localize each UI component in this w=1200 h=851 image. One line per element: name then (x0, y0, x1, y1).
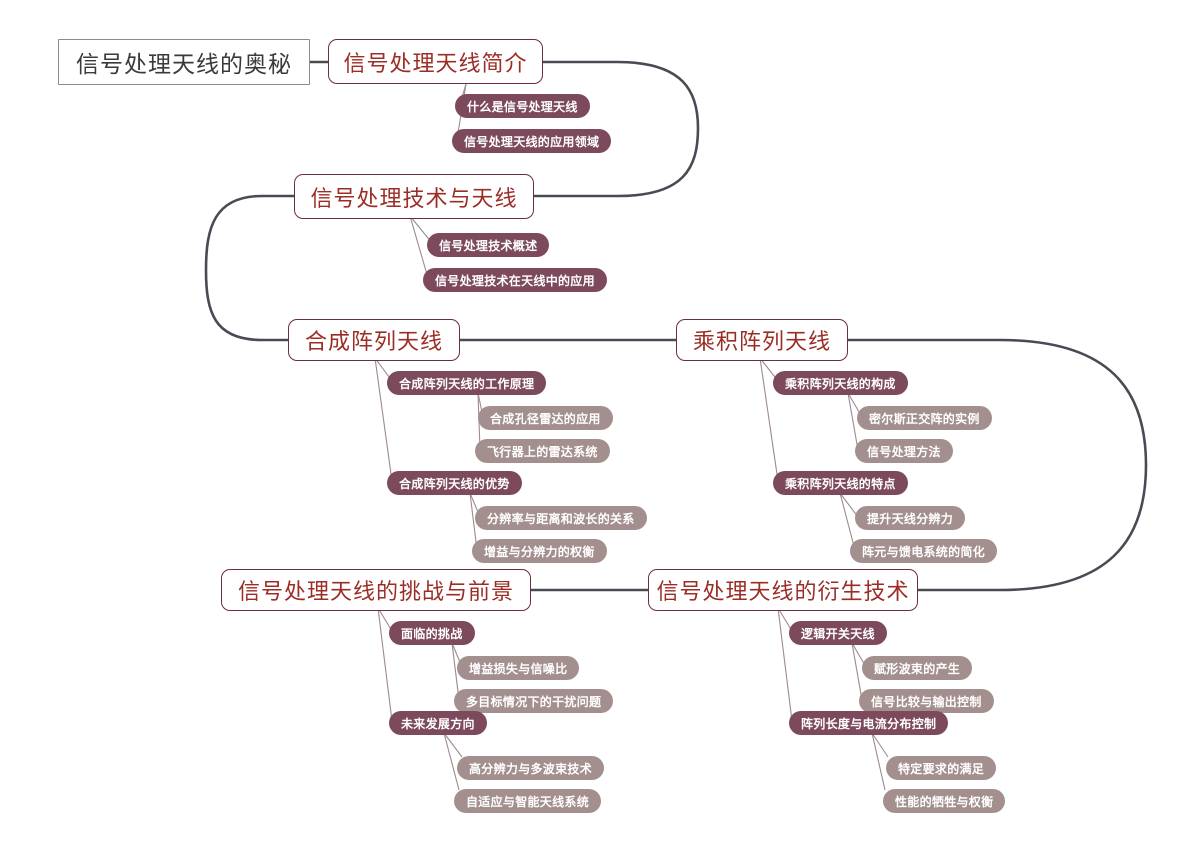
sub-node-6-2-label: 阵列长度与电流分布控制 (801, 716, 937, 731)
leaf-node-6-1-1[interactable]: 赋形波束的产生 (862, 656, 973, 680)
leaf-node-5-2-1-label: 高分辨力与多波束技术 (469, 761, 593, 776)
twig-b6-c2-g1 (871, 732, 889, 758)
sub-node-5-1-label: 面临的挑战 (401, 626, 463, 641)
branch-node-6[interactable]: 信号处理天线的衍生技术 (648, 569, 918, 611)
leaf-node-3-2-1[interactable]: 分辨率与距离和波长的关系 (475, 506, 647, 530)
leaf-node-4-1-2-label: 信号处理方法 (867, 444, 941, 459)
twig-b5-c2-g1 (443, 732, 463, 758)
sub-node-4-1-label: 乘积阵列天线的构成 (785, 376, 896, 391)
sub-node-5-1[interactable]: 面临的挑战 (389, 621, 475, 645)
sub-node-5-2[interactable]: 未来发展方向 (389, 711, 487, 735)
sub-node-3-1[interactable]: 合成阵列天线的工作原理 (387, 371, 547, 395)
leaf-node-6-2-2[interactable]: 性能的牺牲与权衡 (883, 789, 1006, 813)
leaf-node-4-2-1-label: 提升天线分辨力 (867, 511, 954, 526)
branch-node-4[interactable]: 乘积阵列天线 (676, 319, 848, 361)
sub-node-4-2[interactable]: 乘积阵列天线的特点 (773, 471, 908, 495)
leaf-node-6-2-1[interactable]: 特定要求的满足 (886, 756, 997, 780)
leaf-node-3-2-1-label: 分辨率与距离和波长的关系 (487, 511, 635, 526)
leaf-node-5-1-1-label: 增益损失与信噪比 (469, 661, 568, 676)
branch-node-1-label: 信号处理天线简介 (343, 50, 528, 76)
sub-node-1-1[interactable]: 什么是信号处理天线 (455, 94, 590, 118)
twig-b2-c2 (409, 215, 429, 279)
root-node[interactable]: 信号处理天线的奥秘 (58, 39, 310, 85)
leaf-node-6-1-1-label: 赋形波束的产生 (874, 661, 961, 676)
branch-node-4-label: 乘积阵列天线 (692, 329, 831, 354)
sub-node-2-1-label: 信号处理技术概述 (439, 238, 538, 253)
sub-node-6-1-label: 逻辑开关天线 (801, 626, 875, 641)
sub-node-4-1[interactable]: 乘积阵列天线的构成 (773, 371, 908, 395)
branch-node-3[interactable]: 合成阵列天线 (288, 319, 460, 361)
twig-b6-c2 (777, 607, 793, 722)
sub-node-2-2[interactable]: 信号处理技术在天线中的应用 (423, 268, 607, 292)
leaf-node-6-2-2-label: 性能的牺牲与权衡 (895, 794, 994, 809)
leaf-node-4-2-1[interactable]: 提升天线分辨力 (855, 506, 966, 530)
twig-b4-c1-g2 (847, 392, 859, 451)
leaf-node-5-1-2-label: 多目标情况下的干扰问题 (466, 694, 602, 709)
branch-node-3-label: 合成阵列天线 (304, 329, 443, 354)
leaf-node-3-1-2[interactable]: 飞行器上的雷达系统 (475, 439, 610, 463)
leaf-node-4-2-2-label: 阵元与馈电系统的简化 (862, 544, 986, 559)
leaf-node-5-2-2[interactable]: 自适应与智能天线系统 (454, 789, 602, 813)
leaf-node-6-1-2[interactable]: 信号比较与输出控制 (859, 689, 994, 713)
leaf-node-5-1-2[interactable]: 多目标情况下的干扰问题 (454, 689, 614, 713)
leaf-node-5-2-1[interactable]: 高分辨力与多波束技术 (457, 756, 605, 780)
branch-node-5[interactable]: 信号处理天线的挑战与前景 (221, 569, 531, 611)
sub-node-3-1-label: 合成阵列天线的工作原理 (399, 376, 535, 391)
sub-node-1-1-label: 什么是信号处理天线 (467, 99, 578, 114)
sub-node-1-2-label: 信号处理天线的应用领域 (464, 134, 600, 149)
branch-node-5-label: 信号处理天线的挑战与前景 (237, 579, 514, 604)
leaf-node-3-2-2-label: 增益与分辨力的权衡 (484, 544, 595, 559)
sub-node-2-2-label: 信号处理技术在天线中的应用 (435, 273, 595, 288)
spine-b2-to-b3 (204, 194, 294, 342)
branch-node-6-label: 信号处理天线的衍生技术 (656, 579, 910, 604)
sub-node-1-2[interactable]: 信号处理天线的应用领域 (452, 129, 612, 153)
leaf-node-3-2-2[interactable]: 增益与分辨力的权衡 (472, 539, 607, 563)
branch-node-2-label: 信号处理技术与天线 (310, 185, 518, 211)
sub-node-6-2[interactable]: 阵列长度与电流分布控制 (789, 711, 949, 735)
leaf-node-3-1-2-label: 飞行器上的雷达系统 (487, 444, 598, 459)
sub-node-6-1[interactable]: 逻辑开关天线 (789, 621, 887, 645)
sub-node-3-2[interactable]: 合成阵列天线的优势 (387, 471, 522, 495)
twig-b5-c2-g2 (443, 732, 460, 791)
leaf-node-4-1-2[interactable]: 信号处理方法 (855, 439, 953, 463)
twig-b6-c1-g2 (851, 642, 863, 701)
leaf-node-6-1-2-label: 信号比较与输出控制 (871, 694, 982, 709)
leaf-node-4-2-2[interactable]: 阵元与馈电系统的简化 (850, 539, 998, 563)
twig-b5-c2 (377, 607, 393, 722)
leaf-node-3-1-1-label: 合成孔径雷达的应用 (490, 411, 601, 426)
leaf-node-6-2-1-label: 特定要求的满足 (898, 761, 985, 776)
leaf-node-5-2-2-label: 自适应与智能天线系统 (466, 794, 590, 809)
sub-node-5-2-label: 未来发展方向 (401, 716, 475, 731)
leaf-node-4-1-1[interactable]: 密尔斯正交阵的实例 (857, 406, 992, 430)
twig-b6-c2-g2 (871, 732, 886, 791)
branch-node-2[interactable]: 信号处理技术与天线 (294, 174, 534, 219)
root-node-label: 信号处理天线的奥秘 (76, 52, 292, 77)
leaf-node-4-1-1-label: 密尔斯正交阵的实例 (869, 411, 980, 426)
leaf-node-5-1-1[interactable]: 增益损失与信噪比 (457, 656, 580, 680)
sub-node-4-2-label: 乘积阵列天线的特点 (785, 476, 896, 491)
branch-node-1[interactable]: 信号处理天线简介 (328, 39, 543, 84)
sub-node-2-1[interactable]: 信号处理技术概述 (427, 233, 550, 257)
leaf-node-3-1-1[interactable]: 合成孔径雷达的应用 (478, 406, 613, 430)
sub-node-3-2-label: 合成阵列天线的优势 (399, 476, 510, 491)
